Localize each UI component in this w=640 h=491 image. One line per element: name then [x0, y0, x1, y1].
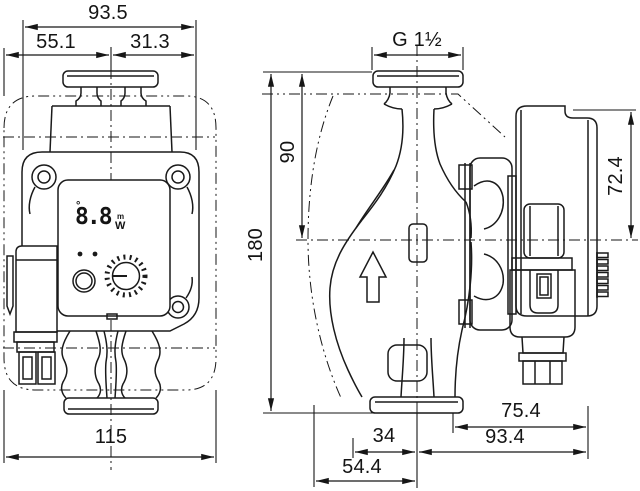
dim-label-base-width: 115 — [94, 426, 128, 448]
dim-label-overall-width: 93.5 — [88, 2, 128, 24]
lcd-unit-w: W — [115, 220, 126, 232]
extension-lines — [3, 20, 636, 488]
dim-label-thread: G 1½ — [392, 29, 442, 51]
dim-label-axis-to-top: 90 — [277, 140, 299, 164]
dimension-lines — [5, 23, 635, 485]
front-view — [6, 70, 200, 415]
lcd-unit-m: m — [117, 212, 125, 221]
side-view — [328, 70, 609, 414]
dim-label-front-total: 54.4 — [342, 456, 382, 478]
dim-label-rear-total: 93.4 — [485, 426, 525, 448]
lcd-display: ° 8.8 m W — [70, 199, 128, 241]
lcd-degree-symbol: ° — [76, 200, 81, 212]
dim-label-total-height: 180 — [245, 228, 267, 262]
dim-label-module-top: 72.4 — [605, 156, 627, 196]
dim-label-axis-left: 55.1 — [36, 31, 76, 53]
dim-label-axis-right: 31.3 — [130, 31, 170, 53]
dim-label-front-axis: 34 — [372, 425, 396, 447]
lcd-value: 8.8 — [75, 204, 113, 230]
dim-label-rear-partial: 75.4 — [501, 400, 541, 422]
